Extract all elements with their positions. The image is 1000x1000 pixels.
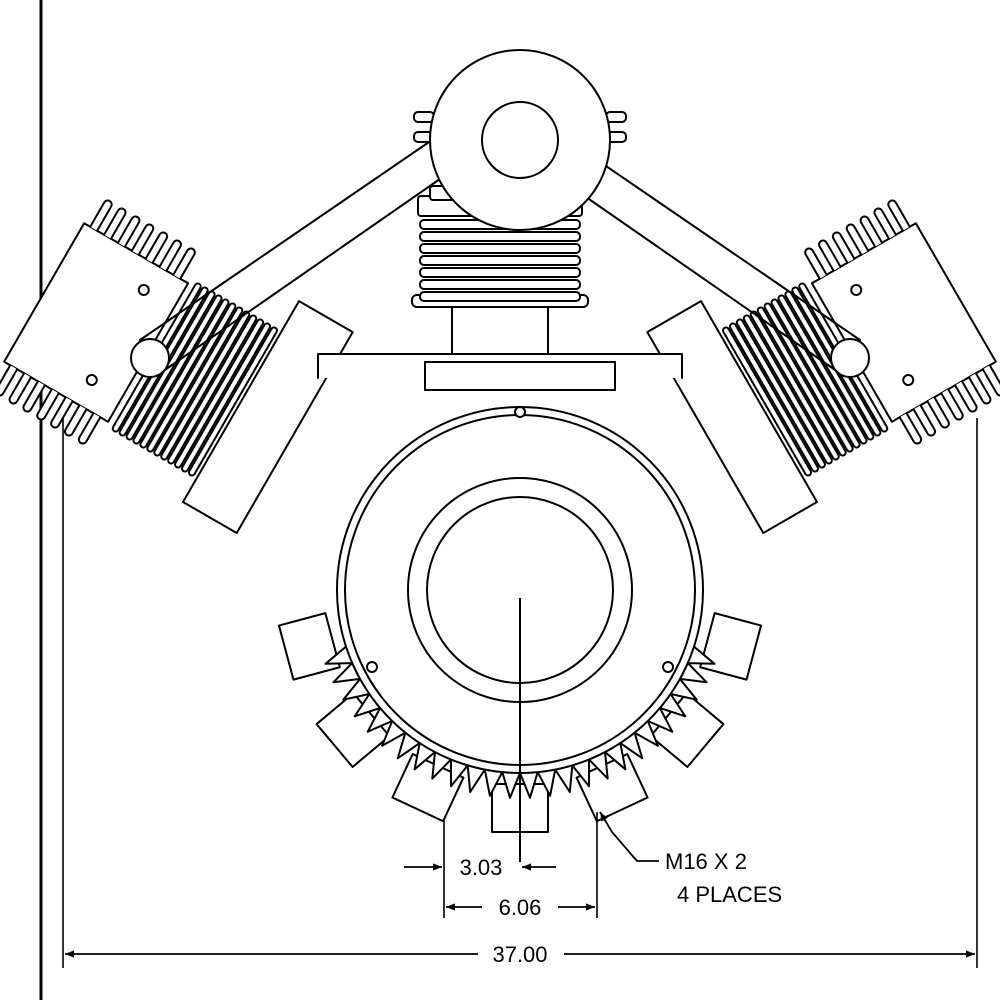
left-cylinder: [0, 199, 354, 534]
cylinder-fin: [174, 318, 265, 469]
right-head-bolt: [850, 283, 863, 296]
head-fin: [981, 364, 1000, 397]
right-pushrod-tube: [549, 139, 870, 378]
head-fin: [158, 239, 182, 272]
top-fin: [419, 231, 581, 242]
cylinder-fin: [722, 326, 813, 477]
head-fin: [912, 404, 936, 437]
head-fin: [845, 223, 870, 256]
head-fin: [103, 207, 127, 240]
crankcase-bolt-hole: [366, 661, 378, 673]
cylinder-fin: [132, 294, 223, 445]
cylinder-fin: [181, 322, 272, 473]
head-fin: [89, 199, 113, 232]
top-fin: [419, 255, 581, 266]
head-fin: [172, 247, 196, 280]
thread-callout-line2: 4 PLACES: [677, 882, 782, 907]
head-fin: [804, 247, 828, 280]
top-fin: [419, 291, 581, 302]
cylinder-fin: [763, 302, 854, 453]
top-fin: [419, 243, 581, 254]
cylinder-fin: [742, 314, 833, 465]
top-fin: [419, 267, 581, 278]
thread-callout: M16 X 2 4 PLACES: [599, 811, 782, 907]
head-fin: [8, 372, 33, 405]
head-fin: [77, 412, 102, 445]
head-fin: [967, 372, 992, 405]
mount-pad: [699, 612, 763, 681]
mount-pad: [649, 692, 725, 768]
half-spacing-label: 3.03: [460, 855, 503, 880]
rocker-cover: [413, 49, 627, 231]
crankcase-bolt-hole: [662, 661, 674, 673]
cylinder-fin: [139, 298, 230, 449]
top-fin: [419, 279, 581, 290]
overall-width-dimension: 37.00: [62, 418, 978, 968]
left-head-bolt: [85, 374, 98, 387]
thread-callout-line1: M16 X 2: [665, 849, 747, 874]
cylinder-fin: [777, 294, 868, 445]
left-head-bolt: [137, 283, 150, 296]
top-cylinder-fins: [419, 219, 581, 302]
head-fin: [926, 396, 950, 429]
mount-pad: [315, 692, 391, 768]
head-fin: [144, 231, 169, 264]
head-fin: [0, 364, 19, 397]
overall-width-label: 37.00: [492, 942, 547, 967]
left-head-fins: [0, 199, 196, 445]
head-fin: [940, 388, 964, 421]
half-spacing-dimension: 3.03: [404, 855, 556, 880]
head-fin: [954, 380, 978, 413]
rocker-cover-boss: [481, 101, 559, 179]
right-cylinder: [646, 199, 1000, 534]
head-fin: [36, 388, 60, 421]
cylinder-fin: [735, 318, 826, 469]
head-fin: [130, 223, 155, 256]
head-fin: [22, 380, 46, 413]
cylinder-fin: [146, 302, 237, 453]
crankcase-bolt-hole: [514, 406, 526, 418]
bolt-spacing-label: 6.06: [499, 895, 542, 920]
mounting-rail: [317, 353, 683, 391]
cylinder-fin: [187, 326, 278, 477]
mount-pad: [277, 612, 341, 681]
top-cylinder-mount-block: [424, 361, 616, 391]
left-cylinder-fins: [111, 282, 278, 477]
right-head-bolt: [902, 374, 915, 387]
cylinder-fin: [167, 314, 258, 465]
head-fin: [50, 396, 74, 429]
cylinder-fin: [728, 322, 819, 473]
head-fin: [818, 239, 842, 272]
bolt-spacing-dimension: 6.06: [443, 812, 598, 920]
head-fin: [873, 207, 897, 240]
head-fin: [831, 231, 856, 264]
right-cylinder-fins: [722, 282, 889, 477]
head-fin: [859, 215, 884, 248]
left-pushrod-tube: [130, 139, 451, 378]
head-fin: [116, 215, 141, 248]
cylinder-fin: [756, 306, 847, 457]
cylinder-fin: [770, 298, 861, 449]
left-cylinder-base: [182, 300, 354, 534]
right-cylinder-base: [646, 300, 818, 534]
right-head-fins: [804, 199, 1000, 445]
head-fin: [64, 404, 88, 437]
head-fin: [887, 199, 911, 232]
cylinder-fin: [153, 306, 244, 457]
head-fin: [898, 412, 923, 445]
